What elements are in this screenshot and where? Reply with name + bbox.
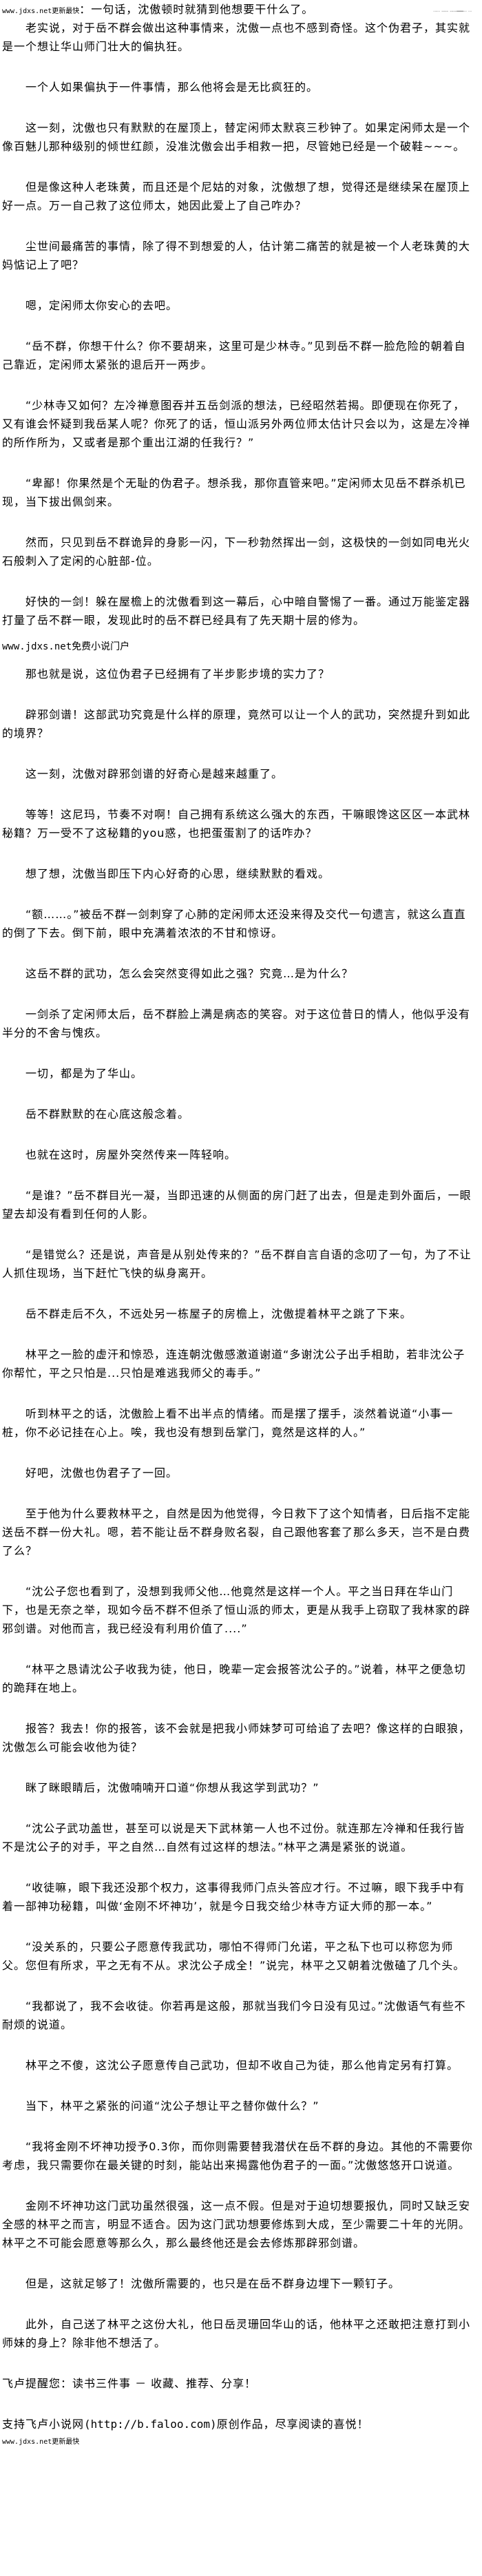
paragraph: “没关系的，只要公子愿意传我武功，哪怕不得师门允诺，平之私下也可以称您为师父。您…: [2, 1940, 465, 1972]
paragraph: 此外，自己送了林平之这份大礼，他日岳灵珊回华山的话，他林平之还敢把注意打到小师妹…: [2, 2318, 471, 2349]
paragraph: 嗯，定闲师太你安心的去吧。: [25, 299, 178, 312]
paragraph: 然而，只见到岳不群诡异的身影一闪，下一秒勃然挥出一剑，这极快的一剑如同电光火石般…: [2, 536, 471, 568]
footer-site-tag: www.jdxs.net更新最快: [2, 2438, 80, 2446]
paragraph: 林平之一脸的虚汗和惊恐，连连朝沈傲感激道谢道“多谢沈公子出手相助，若非沈公子你帮…: [2, 1348, 465, 1380]
paragraph: 这一刻，沈傲对辟邪剑谱的好奇心是越来越重了。: [25, 767, 284, 780]
paragraph: “收徒嘛，眼下我还没那个权力，这事得我师门点头答应才行。不过嘛，眼下我手中有着一…: [2, 1881, 465, 1913]
footer-support: 支持飞卢小说网(http://b.faloo.com)原创作品，尽享阅读的喜悦！: [2, 2415, 474, 2433]
header-line: www.jdxs.net更新最快：一句话，沈傲顿时就猜到他想要干什么了。 ┈┈ …: [2, 0, 474, 19]
paragraph: 金刚不坏神功这门武功虽然很强，这一点不假。但是对于迫切想要报仇，同时又缺乏安全感…: [2, 2199, 471, 2250]
paragraph: 老实说，对于岳不群会做出这种事情来，沈傲一点也不感到奇怪。这个伪君子，其实就是一…: [2, 21, 471, 53]
paragraph: 想了想，沈傲当即压下内心好奇的心思，继续默默的看戏。: [25, 867, 331, 880]
paragraph: “沈公子武功盖世，甚至可以说是天下武林第一人也不过份。就连那左冷禅和任我行皆不是…: [2, 1822, 465, 1853]
first-line: ：一句话，沈傲顿时就猜到他想要干什么了。: [79, 3, 314, 16]
footer-reminder: 飞卢提醒您：读书三件事 － 收藏、推荐、分享！: [2, 2377, 257, 2390]
support-prefix: 支持飞卢小说网: [2, 2418, 85, 2431]
paragraph: 报答？我去！你的报答，该不会就是把我小师妹梦可可给追了去吧？像这样的白眼狼，沈傲…: [2, 1722, 471, 1754]
paragraph: 林平之不傻，这沈公子愿意传自己武功，但却不收自己为徒，那么他肯定另有打算。: [25, 2059, 459, 2072]
paragraph: 一切，都是为了华山。: [25, 1067, 143, 1080]
support-suffix: 原创作品，尽享阅读的喜悦！: [216, 2418, 369, 2431]
paragraph: 也就在这时，房屋外突然传来一阵轻响。: [25, 1148, 237, 1161]
paragraph: “林平之恳请沈公子收我为徒，他日，晚辈一定会报答沈公子的。”说着，林平之便急切的…: [2, 1663, 466, 1694]
paragraph: 好快的一剑！躲在屋檐上的沈傲看到这一幕后，心中暗自警惕了一番。通过万能鉴定器打量…: [2, 595, 471, 627]
paragraph: “额……。”被岳不群一剑刺穿了心肺的定闲师太还没来得及交代一句遗言，就这么直直的…: [2, 908, 466, 939]
paragraph: “是错觉么？还是说，声音是从别处传来的？”岳不群自言自语的念叨了一句，为了不让人…: [2, 1248, 472, 1280]
paragraph: 当下，林平之紧张的问道“沈公子想让平之替你做什么？”: [25, 2099, 319, 2112]
paragraph: “我都说了，我不会收徒。你若再是这般，那就当我们今日没有见过。”沈傲语气有些不耐…: [2, 1999, 466, 2031]
decorative-dashes: ┈┈ ╌╌ ╌╌━━┈ ┈: [433, 8, 472, 14]
paragraph: 岳不群默默的在心底这般念着。: [25, 1108, 190, 1121]
chapter-body-part-1: 老实说，对于岳不群会做出这种事情来，沈傲一点也不感到奇怪。这个伪君子，其实就是一…: [2, 19, 474, 630]
paragraph: “卑鄙！你果然是个无耻的伪君子。想杀我，那你直管来吧。”定闲师太见岳不群杀机已现…: [2, 477, 466, 508]
paragraph: 这岳不群的武功，怎么会突然变得如此之强？究竟…是为什么？: [25, 967, 354, 980]
paragraph: 一剑杀了定闲师太后，岳不群脸上满是病态的笑容。对于这位昔日的情人，他似乎没有半分…: [2, 1008, 471, 1039]
support-url[interactable]: (http://b.faloo.com): [84, 2418, 217, 2431]
paragraph: “沈公子您也看到了，没想到我师父他…他竟然是这样一个人。平之当日拜在华山门下，也…: [2, 1585, 471, 1635]
paragraph: 岳不群走后不久，不远处另一栋屋子的房檐上，沈傲提着林平之跳了下来。: [25, 1307, 412, 1320]
paragraph: “是谁？”岳不群目光一凝，当即迅速的从侧面的房门赶了出去，但是走到外面后，一眼望…: [2, 1189, 472, 1221]
paragraph: 但是像这种人老珠黄，而且还是个尼姑的对象，沈傲想了想，觉得还是继续呆在屋顶上好一…: [2, 180, 471, 212]
paragraph: 但是，这就足够了！沈傲所需要的，也只是在岳不群身边埋下一颗钉子。: [25, 2277, 401, 2290]
watermark: www.jdxs.net免费小说门户: [2, 641, 130, 652]
paragraph: 至于他为什么要救林平之，自然是因为他觉得，今日救下了这个知情者，日后指不定能送岳…: [2, 1507, 471, 1557]
paragraph: “我将金刚不坏神功授予0.3你，而你则需要替我潜伏在岳不群的身边。其他的不需要你…: [2, 2140, 473, 2172]
paragraph: “少林寺又如何？左冷禅意图吞并五岳剑派的想法，已经昭然若揭。即便现在你死了，又有…: [2, 399, 471, 449]
chapter-body-part-2: 那也就是说，这位伪君子已经拥有了半步影步境的实力了？ 辟邪剑谱！这部武功究竟是什么…: [2, 665, 474, 2352]
paragraph: “岳不群，你想干什么？你不要胡来，这里可是少林寺。”见到岳不群一脸危险的朝着自己…: [2, 340, 466, 371]
paragraph: 辟邪剑谱！这部武功究竟是什么样的原理，竟然可以让一个人的武功，突然提升到如此的境…: [2, 708, 471, 740]
paragraph: 等等！这尼玛，节奏不对啊！自己拥有系统这么强大的东西，干嘛眼馋这区区一本武林秘籍…: [2, 808, 471, 840]
chapter-page: www.jdxs.net更新最快：一句话，沈傲顿时就猜到他想要干什么了。 ┈┈ …: [2, 0, 474, 2446]
site-tag: www.jdxs.net更新最快: [2, 8, 80, 15]
paragraph: 听到林平之的话，沈傲脸上看不出半点的情绪。而是摆了摆手，淡然着说道“小事一桩，你…: [2, 1407, 454, 1439]
paragraph: 眯了眯眼睛后，沈傲喃喃开口道“你想从我这学到武功？”: [25, 1781, 319, 1794]
paragraph: 尘世间最痛苦的事情，除了得不到想爱的人，估计第二痛苦的就是被一个人老珠黄的大妈惦…: [2, 240, 471, 271]
paragraph: 好吧，沈傲也伪君子了一回。: [25, 1466, 178, 1479]
paragraph: 那也就是说，这位伪君子已经拥有了半步影步境的实力了？: [25, 667, 331, 681]
paragraph: 这一刻，沈傲也只有默默的在屋顶上，替定闲师太默哀三秒钟了。如果定闲师太是一个像百…: [2, 121, 471, 153]
paragraph: 一个人如果偏执于一件事情，那么他将会是无比疯狂的。: [25, 81, 319, 94]
